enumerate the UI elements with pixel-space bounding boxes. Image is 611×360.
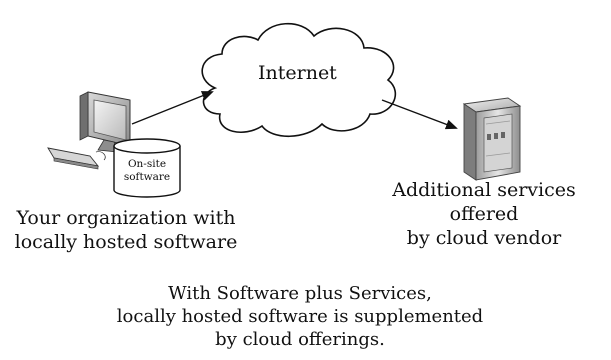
server-label: Additional services offered by cloud ven… [356,178,611,250]
caption-line-1: With Software plus Services, [168,283,432,304]
database-label-line-1: On-site [127,158,167,170]
computer-icon [47,91,131,170]
database-label-line-2: software [123,171,171,183]
organization-label-line-1: Your organization with [16,207,236,229]
on-site-software-database [113,138,181,198]
organization-label: Your organization with locally hosted so… [0,206,252,254]
cloud-server-icon [462,97,522,181]
internet-label: Internet [258,62,337,84]
internet-cloud-shape [201,22,397,137]
caption-line-3: by cloud offerings. [215,329,385,350]
database-label: On-site software [114,158,180,184]
server-label-line-1: Additional services offered [392,179,576,225]
arrow-computer-to-internet [131,91,214,125]
organization-label-line-2: locally hosted software [14,231,238,253]
caption-line-2: locally hosted software is supplemented [116,306,484,327]
arrow-internet-to-server [381,99,458,130]
diagram-caption: With Software plus Services, locally hos… [60,282,540,351]
server-label-line-2: by cloud vendor [406,227,562,249]
